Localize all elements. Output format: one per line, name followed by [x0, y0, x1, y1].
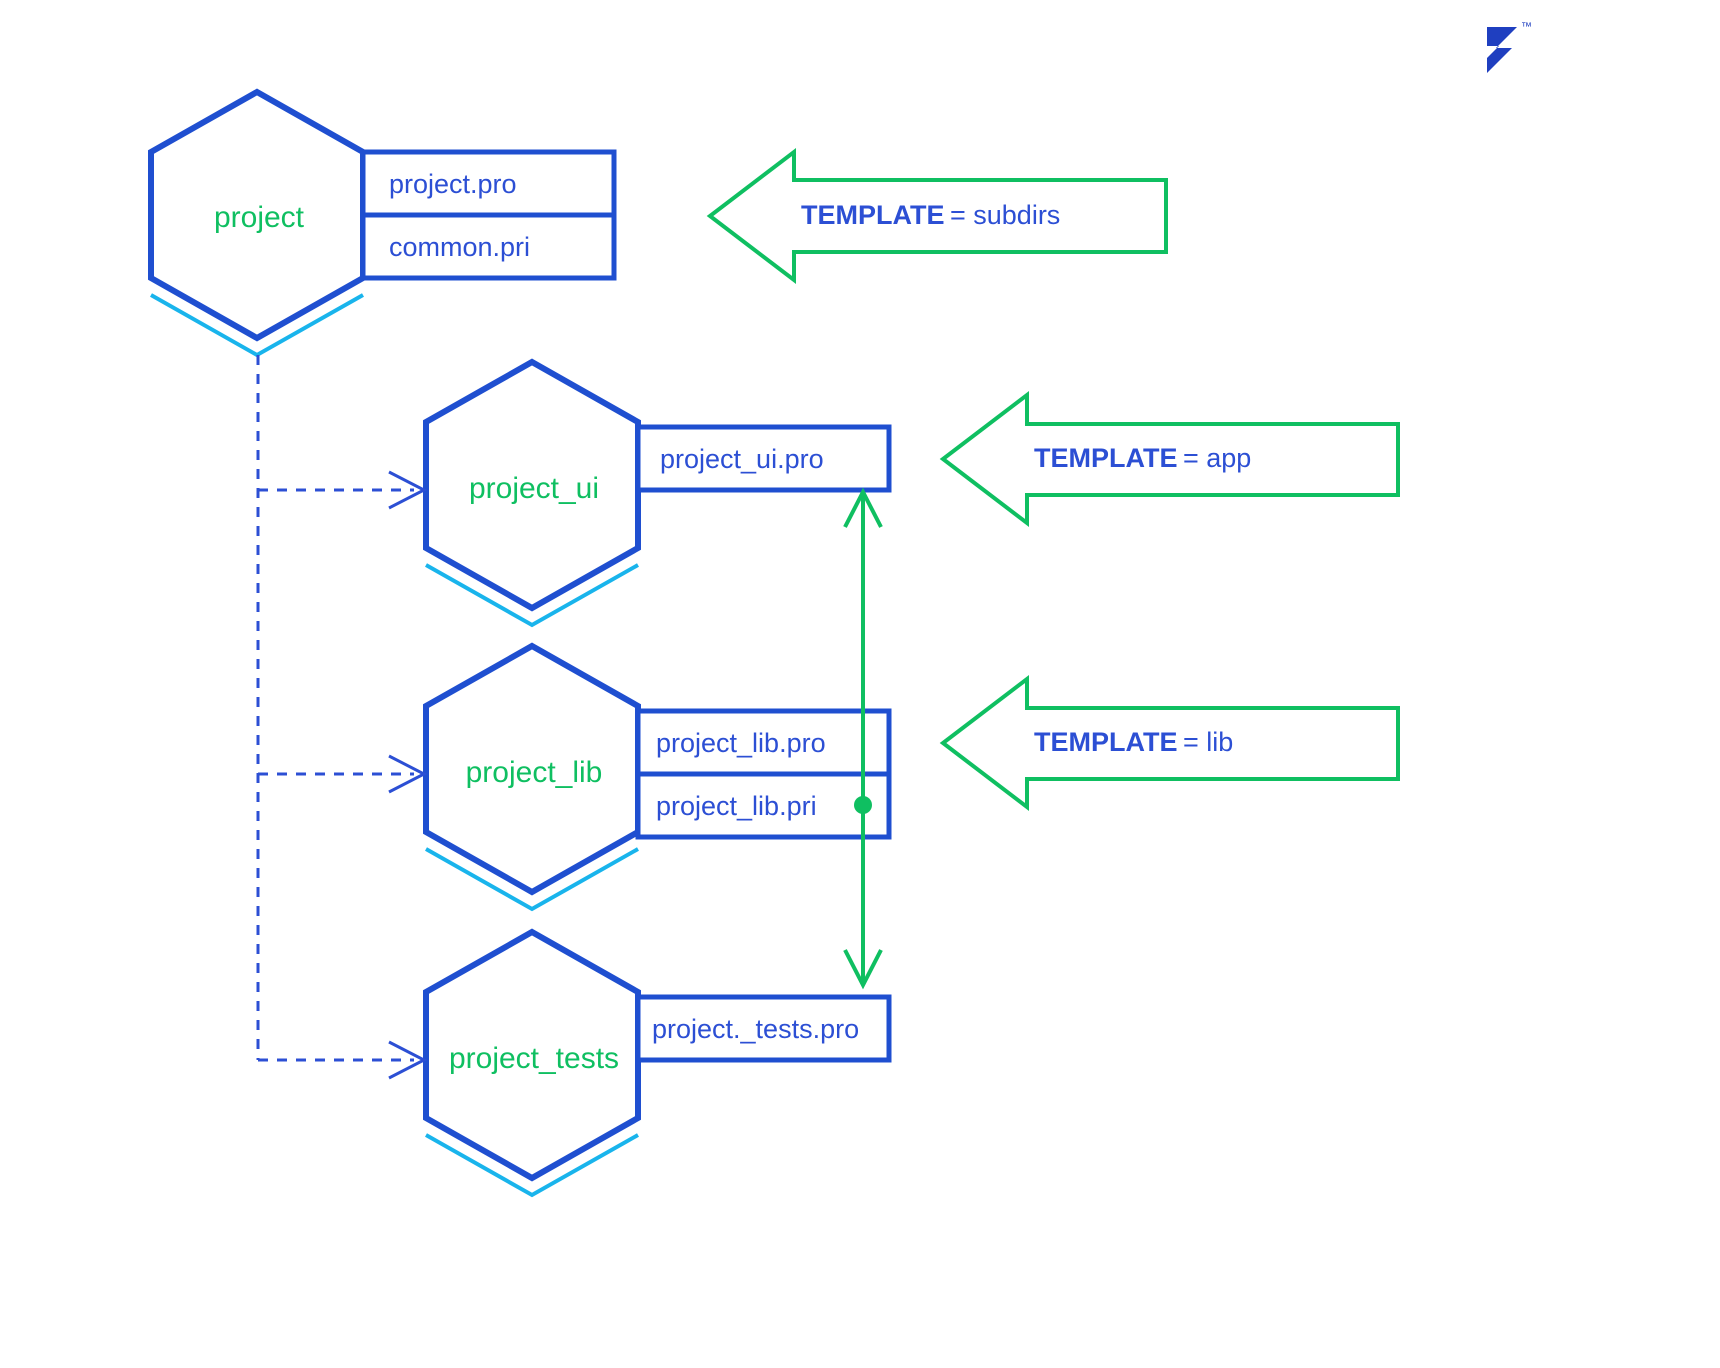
callout-template-lib-key: TEMPLATE — [1034, 727, 1178, 757]
callout-template-app[interactable]: TEMPLATE = app — [939, 390, 1400, 528]
subdir-links — [256, 355, 428, 1080]
toptal-logo-trademark: ™ — [1521, 21, 1532, 33]
node-project-ui[interactable]: project_ui project_ui.pro — [423, 358, 892, 628]
node-project-lib[interactable]: project_lib project_lib.pro project_lib.… — [423, 642, 892, 912]
node-project-lib-hexagon — [423, 642, 641, 896]
toptal-logo-icon — [1487, 27, 1517, 73]
node-project-tests-hexagon — [423, 928, 641, 1182]
include-link-origin-dot — [854, 796, 872, 814]
node-project-tests-shadow — [425, 1133, 639, 1198]
node-project-ui-label: project_ui — [469, 472, 599, 505]
file-box-project-lib-pro — [635, 708, 892, 777]
subdir-link-arrowhead-project-ui — [388, 470, 428, 510]
callout-template-subdirs[interactable]: TEMPLATE = subdirs — [706, 147, 1168, 285]
callout-template-app-key: TEMPLATE — [1034, 443, 1178, 473]
file-label-project-lib-pri: project_lib.pri — [656, 791, 817, 821]
file-label-project-tests-pro: project._tests.pro — [652, 1014, 859, 1044]
subdir-link-arrowhead-project-tests — [388, 1040, 428, 1080]
node-project-tests-label: project_tests — [449, 1042, 619, 1075]
callout-template-lib-shape — [939, 674, 1400, 812]
node-project-lib-files: project_lib.pro project_lib.pri — [635, 708, 892, 840]
file-box-project-ui-pro — [635, 424, 892, 493]
file-box-project-lib-pri — [635, 771, 892, 840]
subdir-link-arrowhead-project-lib — [388, 754, 428, 794]
file-label-common-pri: common.pri — [389, 232, 530, 262]
file-box-project-tests-pro — [635, 994, 892, 1063]
include-link-arrow — [843, 487, 883, 990]
callout-template-subdirs-value: = subdirs — [950, 200, 1060, 230]
file-label-project-ui-pro: project_ui.pro — [660, 444, 824, 474]
callout-template-subdirs-key: TEMPLATE — [801, 200, 945, 230]
file-box-common-pri — [360, 212, 617, 281]
node-project-ui-files: project_ui.pro — [635, 424, 892, 493]
file-box-project-pro — [360, 149, 617, 218]
node-project-ui-shadow — [425, 563, 639, 628]
node-project-ui-hexagon — [423, 358, 641, 612]
node-project-files: project.pro common.pri — [360, 149, 617, 281]
include-link-arrowhead-bottom — [843, 949, 883, 990]
file-label-project-lib-pro: project_lib.pro — [656, 728, 826, 758]
node-project-lib-shadow — [425, 847, 639, 912]
node-project-label: project — [214, 201, 305, 234]
file-label-project-pro: project.pro — [389, 169, 517, 199]
callout-template-lib[interactable]: TEMPLATE = lib — [939, 674, 1400, 812]
callout-template-app-value: = app — [1183, 443, 1251, 473]
node-project-tests[interactable]: project_tests project._tests.pro — [423, 928, 892, 1198]
callout-template-app-shape — [939, 390, 1400, 528]
node-project-tests-files: project._tests.pro — [635, 994, 892, 1063]
node-project-lib-label: project_lib — [466, 756, 603, 789]
include-link-arrowhead-top — [843, 487, 883, 528]
callout-template-subdirs-shape — [706, 147, 1168, 285]
toptal-logo: ™ — [1487, 21, 1532, 73]
node-project[interactable]: project project.pro common.pri — [148, 88, 617, 358]
callout-template-lib-value: = lib — [1183, 727, 1233, 757]
